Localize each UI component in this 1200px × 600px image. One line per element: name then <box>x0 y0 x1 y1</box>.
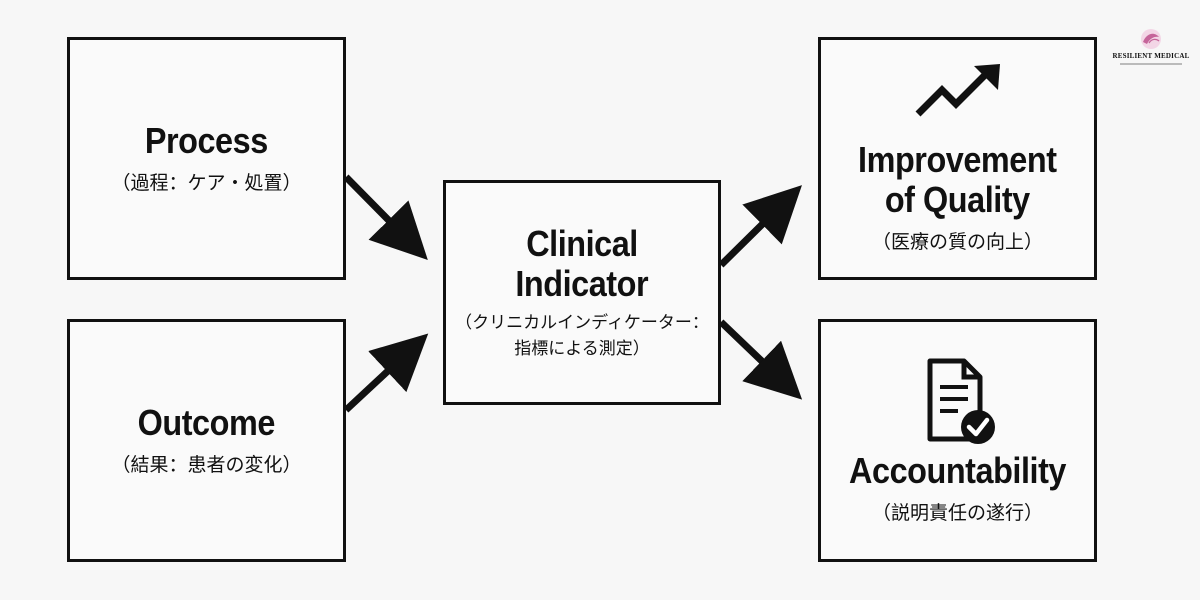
outcome-node: Outcome （結果：患者の変化） <box>67 319 346 562</box>
document-check-icon <box>912 355 1004 451</box>
accountability-subtitle: （説明責任の遂行） <box>871 501 1043 524</box>
clinical-indicator-subtitle: （クリニカルインディケーター： 指標による測定） <box>455 310 709 362</box>
clinical-indicator-title-line2: Indicator <box>515 262 649 304</box>
clinical-indicator-subtitle-line2: 指標による測定） <box>514 338 650 359</box>
clinical-indicator-title-line1: Clinical <box>526 222 638 264</box>
improvement-subtitle: （医療の質の向上） <box>871 230 1043 253</box>
accountability-title: Accountability <box>849 449 1066 491</box>
outcome-title: Outcome <box>137 401 276 443</box>
logo-tagline-rule <box>1120 63 1182 65</box>
arrow-indicator-to-accountability <box>718 319 803 400</box>
process-subtitle: （過程：ケア・処置） <box>111 171 302 194</box>
logo-text: RESILIENT MEDICAL <box>1112 52 1190 60</box>
arrow-indicator-to-improvement <box>718 185 802 268</box>
logo-emblem-icon <box>1141 29 1161 49</box>
outcome-subtitle: （結果：患者の変化） <box>111 453 302 476</box>
clinical-indicator-subtitle-line1: （クリニカルインディケーター： <box>455 312 709 333</box>
clinical-indicator-node: Clinical Indicator （クリニカルインディケーター： 指標による… <box>443 180 721 405</box>
trend-up-arrow-icon <box>912 62 1004 126</box>
arrow-outcome-to-indicator <box>343 333 429 413</box>
accountability-node: Accountability （説明責任の遂行） <box>818 319 1097 562</box>
process-title: Process <box>145 119 268 161</box>
improvement-node: Improvement of Quality （医療の質の向上） <box>818 37 1097 280</box>
resilient-medical-logo: RESILIENT MEDICAL <box>1110 28 1192 76</box>
process-node: Process （過程：ケア・処置） <box>67 37 346 280</box>
arrow-process-to-indicator <box>343 174 428 260</box>
improvement-title-line2: of Quality <box>885 178 1030 220</box>
improvement-title-line1: Improvement <box>858 138 1057 180</box>
